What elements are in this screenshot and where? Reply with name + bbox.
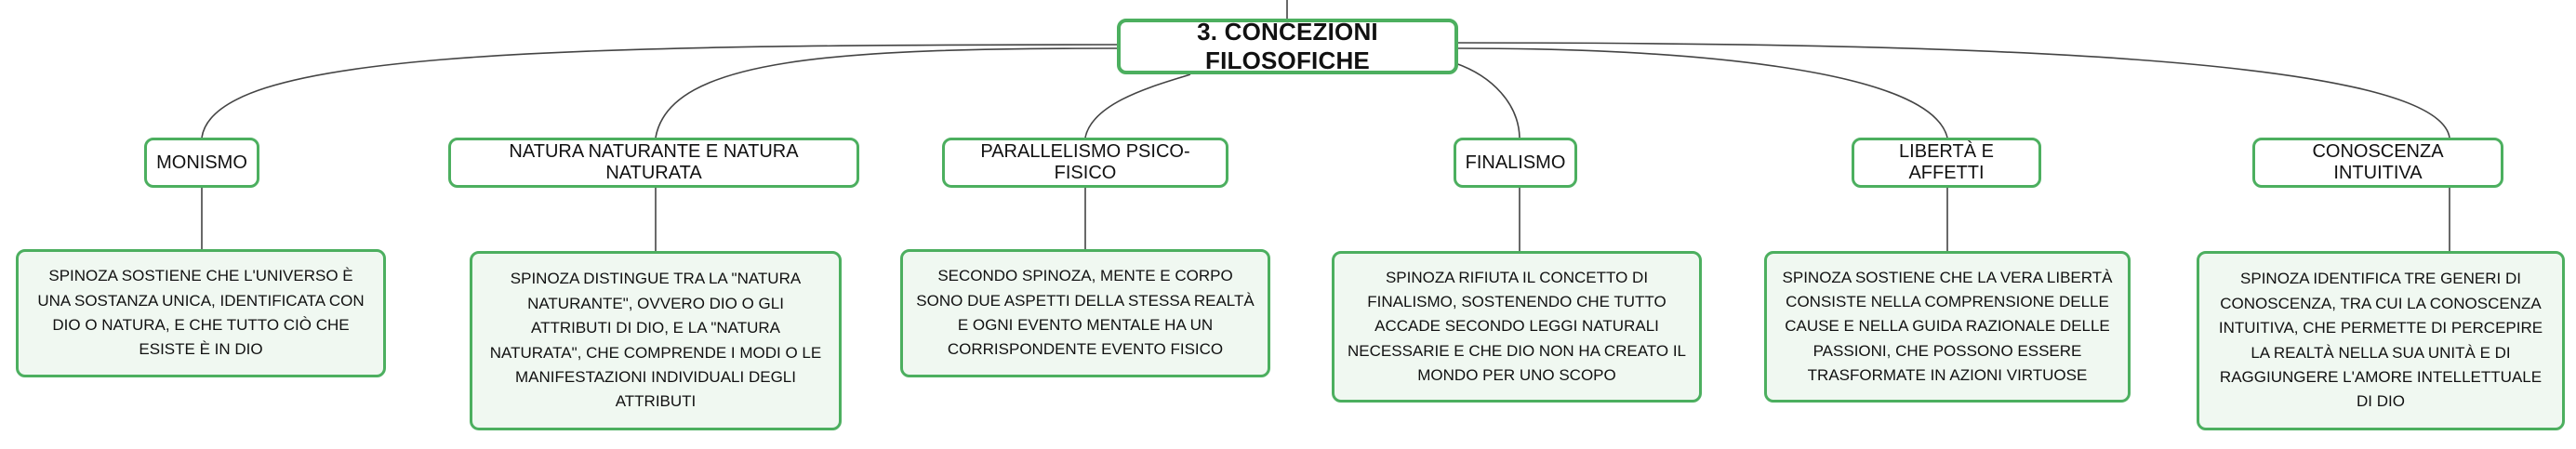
topic-label: LIBERTÀ E AFFETTI	[1899, 141, 1994, 183]
description-conoscenza-intuitiva[interactable]: SPINOZA IDENTIFICA TRE GENERI DI CONOSCE…	[2197, 251, 2565, 430]
description-text: SECONDO SPINOZA, MENTE E CORPO SONO DUE …	[916, 267, 1255, 359]
topic-finalismo[interactable]: FINALISMO	[1454, 138, 1577, 188]
topic-liberta-affetti[interactable]: LIBERTÀ E AFFETTI	[1852, 138, 2041, 188]
topic-monismo[interactable]: MONISMO	[144, 138, 259, 188]
root-node[interactable]: 3. CONCEZIONI FILOSOFICHE	[1117, 18, 1458, 74]
topic-label: CONOSCENZA INTUITIVA	[2312, 141, 2444, 183]
description-finalismo[interactable]: SPINOZA RIFIUTA IL CONCETTO DI FINALISMO…	[1332, 251, 1702, 403]
description-natura-naturante[interactable]: SPINOZA DISTINGUE TRA LA "NATURA NATURAN…	[470, 251, 842, 430]
description-parallelismo[interactable]: SECONDO SPINOZA, MENTE E CORPO SONO DUE …	[900, 249, 1270, 377]
description-liberta-affetti[interactable]: SPINOZA SOSTIENE CHE LA VERA LIBERTÀ CON…	[1764, 251, 2131, 403]
topic-label: FINALISMO	[1465, 152, 1566, 173]
description-monismo[interactable]: SPINOZA SOSTIENE CHE L'UNIVERSO È UNA SO…	[16, 249, 386, 377]
description-text: SPINOZA SOSTIENE CHE LA VERA LIBERTÀ CON…	[1782, 268, 2113, 385]
description-text: SPINOZA RIFIUTA IL CONCETTO DI FINALISMO…	[1348, 268, 1687, 385]
topic-parallelismo[interactable]: PARALLELISMO PSICO-FISICO	[942, 138, 1228, 188]
description-text: SPINOZA SOSTIENE CHE L'UNIVERSO È UNA SO…	[37, 267, 365, 359]
topic-conoscenza-intuitiva[interactable]: CONOSCENZA INTUITIVA	[2252, 138, 2503, 188]
root-label: 3. CONCEZIONI FILOSOFICHE	[1197, 18, 1378, 74]
topic-natura-naturante[interactable]: NATURA NATURANTE E NATURA NATURATA	[448, 138, 859, 188]
topic-label: MONISMO	[156, 152, 247, 173]
topic-label: NATURA NATURANTE E NATURA NATURATA	[509, 141, 799, 183]
description-text: SPINOZA DISTINGUE TRA LA "NATURA NATURAN…	[489, 270, 822, 411]
topic-label: PARALLELISMO PSICO-FISICO	[980, 141, 1190, 183]
description-text: SPINOZA IDENTIFICA TRE GENERI DI CONOSCE…	[2218, 270, 2543, 411]
